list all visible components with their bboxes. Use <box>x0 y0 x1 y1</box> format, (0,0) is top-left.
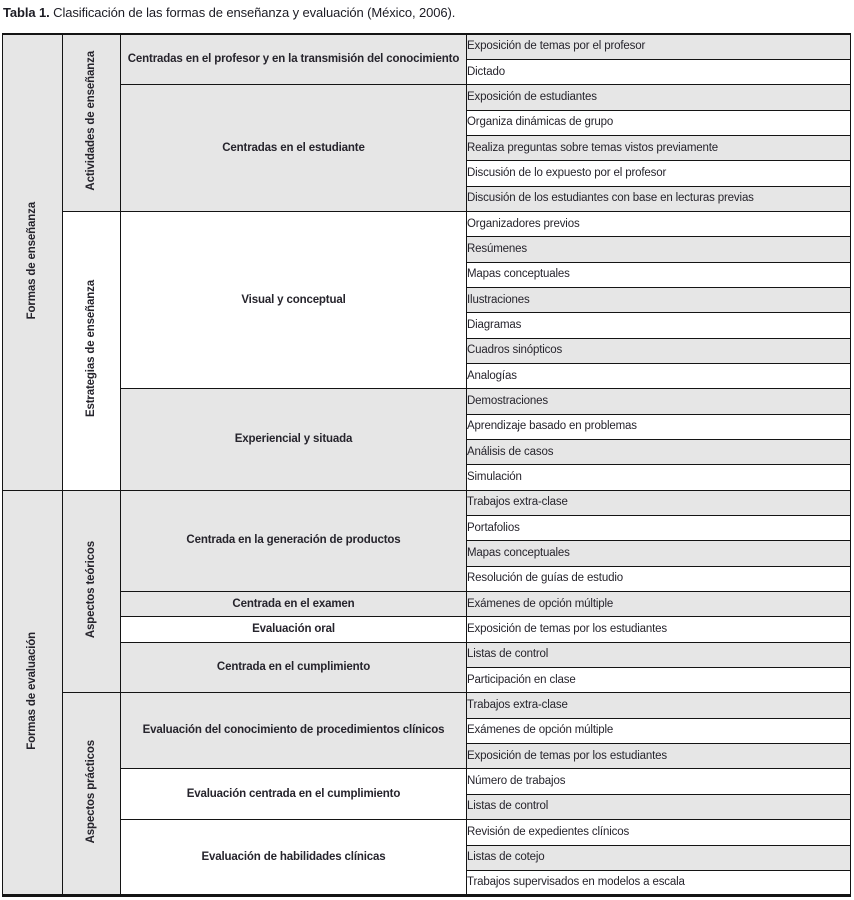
item-cell: Exposición de temas por los estudiantes <box>466 616 851 643</box>
group-label-cell: Actividades de enseñanza <box>62 33 121 212</box>
table-row: Participación en clase <box>3 667 851 694</box>
item-cell: Dictado <box>466 58 851 86</box>
group-rotated-label: Aspectos teóricos <box>85 540 97 639</box>
section-rotated-label: Formas de enseñanza <box>26 201 38 319</box>
category-cell: Visual y conceptual <box>120 210 467 390</box>
item-cell: Analogías <box>466 362 851 390</box>
item-cell: Organizadores previos <box>466 210 851 238</box>
item-cell: Resúmenes <box>466 236 851 263</box>
table-row: Aspectos prácticos Evaluación del conocim… <box>3 692 851 897</box>
item-cell: Listas de control <box>466 793 851 821</box>
table-caption: Tabla 1. Clasificación de las formas de … <box>3 5 852 20</box>
table-row: Listas de cotejo <box>3 844 851 871</box>
item-cell: Discusión de lo expuesto por el profesor <box>466 160 851 187</box>
table-row: Simulación <box>3 464 851 491</box>
group-rotated-label: Estrategias de enseñanza <box>85 280 97 418</box>
table-row: Portafolios <box>3 515 851 542</box>
category-cell: Centrada en el examen <box>120 591 467 618</box>
item-cell: Exámenes de opción múltiple <box>466 717 851 745</box>
section-label-cell: Formas de enseñanza <box>2 33 63 491</box>
item-cell: Trabajos extra-clase <box>466 489 851 517</box>
group-rotated-label: Aspectos prácticos <box>85 740 97 844</box>
item-cell: Exposición de temas por el profesor <box>466 33 851 60</box>
table-row: Análisis de casos <box>3 438 851 466</box>
group-rotated-label: Actividades de enseñanza <box>85 51 97 191</box>
item-cell: Cuadros sinópticos <box>466 337 851 364</box>
item-cell: Exámenes de opción múltiple <box>466 591 851 618</box>
category-cell: Evaluación de habilidades clínicas <box>120 819 467 897</box>
table-row: Discusión de los estudiantes con base en… <box>3 185 851 212</box>
category-cell: Centradas en el profesor y en la transmi… <box>120 33 467 86</box>
item-cell: Realiza preguntas sobre temas vistos pre… <box>466 134 851 162</box>
table-row: Aprendizaje basado en problemas <box>3 413 851 441</box>
item-cell: Número de trabajos <box>466 768 851 795</box>
group-label-cell: Estrategias de enseñanza <box>62 210 121 491</box>
table-row: Trabajos supervisados en modelos a escal… <box>3 869 851 897</box>
item-cell: Mapas conceptuales <box>466 261 851 288</box>
item-cell: Revisión de expedientes clínicos <box>466 819 851 846</box>
item-cell: Listas de cotejo <box>466 844 851 871</box>
item-cell: Simulación <box>466 464 851 491</box>
item-cell: Análisis de casos <box>466 438 851 466</box>
item-cell: Exposición de estudiantes <box>466 84 851 111</box>
category-cell: Centradas en el estudiante <box>120 84 467 212</box>
table-caption-text: Clasificación de las formas de enseñanza… <box>53 5 456 20</box>
table-row: Exposición de temas por los estudiantes <box>3 743 851 770</box>
table-row: Estrategias de enseñanza Visual y concept… <box>3 210 851 491</box>
item-cell: Discusión de los estudiantes con base en… <box>466 185 851 212</box>
section-label-cell: Formas de evaluación <box>2 489 63 897</box>
group-label-cell: Aspectos prácticos <box>62 692 121 897</box>
table-caption-label: Tabla 1. <box>3 5 50 20</box>
category-cell: Centrada en el cumplimiento <box>120 641 467 694</box>
item-cell: Diagramas <box>466 312 851 339</box>
item-cell: Mapas conceptuales <box>466 540 851 567</box>
item-cell: Ilustraciones <box>466 286 851 314</box>
table-row: Formas de enseñanza Actividades de enseña… <box>2 33 851 491</box>
table-row: Mapas conceptuales <box>3 261 851 288</box>
section-rotated-label: Formas de evaluación <box>26 631 38 750</box>
table-row: Exámenes de opción múltiple <box>3 717 851 745</box>
table-row: Listas de control <box>3 793 851 821</box>
item-cell: Organiza dinámicas de grupo <box>466 109 851 136</box>
table-row: Analogías <box>3 362 851 390</box>
item-cell: Participación en clase <box>466 667 851 694</box>
group-label-cell: Aspectos teóricos <box>62 489 121 694</box>
item-cell: Demostraciones <box>466 388 851 415</box>
table-row: Resúmenes <box>3 236 851 263</box>
table-row: Discusión de lo expuesto por el profesor <box>3 160 851 187</box>
category-cell: Evaluación centrada en el cumplimiento <box>120 768 467 821</box>
item-cell: Trabajos extra-clase <box>466 692 851 719</box>
category-cell: Evaluación del conocimiento de procedimi… <box>120 692 467 770</box>
table-row: Ilustraciones <box>3 286 851 314</box>
item-cell: Portafolios <box>466 515 851 542</box>
classification-table-body: Formas de enseñanza Actividades de enseña… <box>2 33 851 897</box>
category-cell: Centrada en la generación de productos <box>120 489 467 593</box>
table-row: Mapas conceptuales <box>3 540 851 567</box>
table-row: Dictado <box>3 58 851 86</box>
item-cell: Exposición de temas por los estudiantes <box>466 743 851 770</box>
table-row: Diagramas <box>3 312 851 339</box>
item-cell: Resolución de guías de estudio <box>466 565 851 593</box>
classification-table: Formas de enseñanza Actividades de enseña… <box>2 33 851 898</box>
category-cell: Evaluación oral <box>120 616 467 643</box>
table-row: Cuadros sinópticos <box>3 337 851 364</box>
item-cell: Aprendizaje basado en problemas <box>466 413 851 441</box>
item-cell: Trabajos supervisados en modelos a escal… <box>466 869 851 897</box>
category-cell: Experiencial y situada <box>120 388 467 491</box>
item-cell: Listas de control <box>466 641 851 669</box>
